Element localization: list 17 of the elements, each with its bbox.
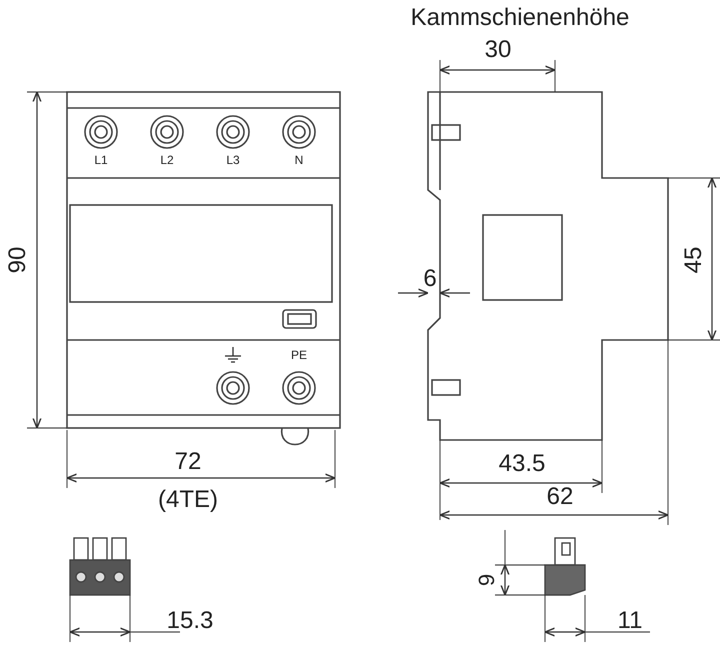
dimension-value: 11 — [618, 609, 642, 633]
terminal-label: N — [294, 154, 304, 166]
dimension-value: (4TE) — [158, 488, 218, 512]
dimension-value: 9 — [476, 574, 498, 586]
terminal-label: PE — [291, 349, 307, 361]
terminal-label: L2 — [160, 154, 174, 166]
dimension-value: 43.5 — [498, 452, 546, 476]
dimension-value: 90 — [6, 246, 30, 274]
dimension-title: Kammschienenhöhe — [410, 6, 630, 30]
dimension-value: 30 — [484, 38, 512, 62]
dimension-value: 45 — [682, 246, 706, 274]
dimension-value: 72 — [174, 450, 202, 474]
dimension-value: 15.3 — [166, 609, 214, 633]
dimension-value: 62 — [546, 485, 574, 509]
dimension-value: 6 — [423, 267, 437, 291]
terminal-label: L1 — [94, 154, 108, 166]
terminal-label: L3 — [226, 154, 240, 166]
